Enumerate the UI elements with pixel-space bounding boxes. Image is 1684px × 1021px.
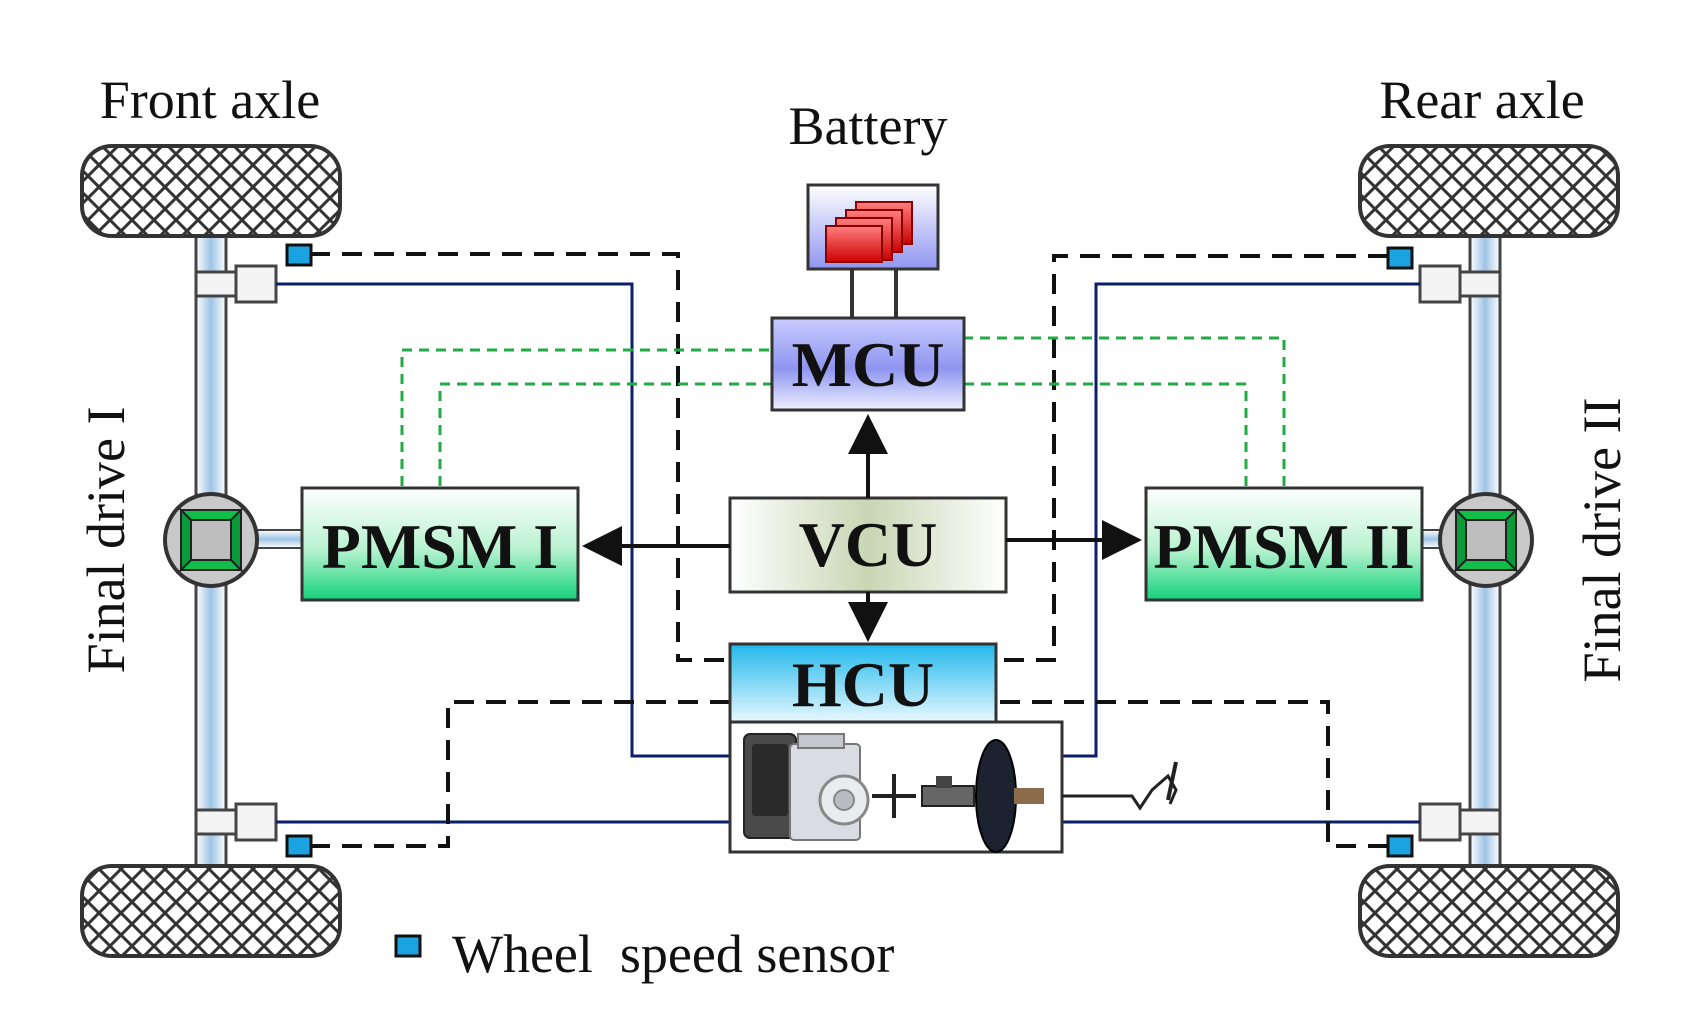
battery-label: Battery <box>789 96 948 156</box>
hydraulic-line-front-top <box>276 282 730 758</box>
brake-actuator-unit <box>728 720 1064 854</box>
final-drive-2-label: Final drive II <box>1572 398 1632 683</box>
brake-pedal-arm <box>1166 761 1178 801</box>
rear-top-brake-caliper <box>1418 264 1502 304</box>
hydraulic-modulator-icon <box>743 733 870 841</box>
comm-line-pmsm2-outer <box>964 336 1286 486</box>
wheel-speed-sensor-front-top <box>285 243 313 267</box>
comm-line-pmsm1-outer <box>400 348 772 486</box>
pmsm-1-label: PMSM I <box>322 511 558 582</box>
legend-sensor-swatch <box>394 934 422 958</box>
vcu-label: VCU <box>799 509 938 580</box>
front-final-drive <box>163 492 259 588</box>
hydraulic-line-rear-top <box>1062 282 1420 758</box>
wheel-speed-sensor-front-bottom <box>285 834 313 858</box>
pmsm-2-block: PMSM II <box>1144 486 1424 602</box>
wheel-speed-sensor-rear-bottom <box>1386 834 1414 858</box>
rear-axle-label: Rear axle <box>1379 70 1584 130</box>
rear-left-tire <box>1358 144 1620 238</box>
comm-line-pmsm1-inner <box>438 382 772 486</box>
brake-pedal-icon <box>1062 773 1178 811</box>
sensor-line-front-bottom <box>310 700 730 848</box>
final-drive-1-label: Final drive I <box>76 407 136 674</box>
sensor-line-rear-bottom <box>996 700 1388 848</box>
pmsm-1-block: PMSM I <box>300 486 580 602</box>
vcu-block: VCU <box>728 496 1008 594</box>
brake-booster-icon <box>921 739 1044 853</box>
legend-wheel-speed-sensor-label: Wheel speed sensor <box>452 924 894 984</box>
front-left-tire <box>80 144 342 238</box>
front-top-brake-caliper <box>194 264 278 304</box>
sensor-line-rear-top <box>996 254 1388 662</box>
battery-pack <box>806 183 940 271</box>
hcu-label: HCU <box>792 649 934 720</box>
rear-right-tire <box>1358 864 1620 958</box>
mcu-label: MCU <box>792 329 945 400</box>
mcu-block: MCU <box>770 316 966 412</box>
front-bottom-brake-caliper <box>194 802 278 842</box>
rear-bottom-brake-caliper <box>1418 802 1502 842</box>
comm-line-pmsm2-inner <box>964 382 1248 486</box>
legend: Wheel speed sensor <box>394 924 894 984</box>
front-right-tire <box>80 864 342 958</box>
wheel-speed-sensor-rear-top <box>1386 246 1414 270</box>
rear-final-drive <box>1438 492 1534 588</box>
hcu-block: HCU <box>728 642 998 724</box>
front-axle-label: Front axle <box>100 70 320 130</box>
sensor-line-front-top <box>310 252 730 662</box>
pmsm-2-label: PMSM II <box>1153 511 1414 582</box>
